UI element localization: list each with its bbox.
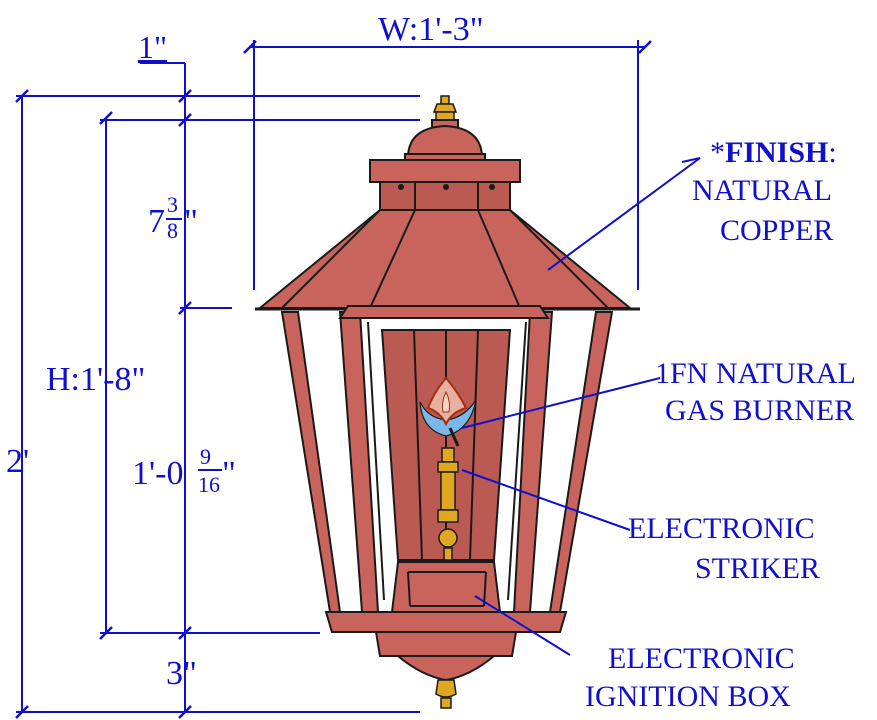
striker-line2: STRIKER — [695, 552, 820, 585]
height-label: H:1'-8" — [46, 361, 145, 398]
dimension-lines — [15, 40, 652, 719]
width-label: W:1'-3" — [378, 11, 484, 48]
svg-text:3: 3 — [167, 192, 178, 217]
svg-text:": " — [222, 455, 236, 492]
svg-text:1'-0: 1'-0 — [132, 455, 183, 492]
striker-line1: ELECTRONIC — [628, 512, 815, 545]
chimney-collar — [369, 159, 521, 211]
burner-assembly — [437, 427, 460, 561]
finish-callout: *FINISH: — [710, 136, 837, 169]
roof-height-label: 7 3 8 " — [148, 192, 198, 243]
bottom-finial — [435, 679, 457, 709]
top-finial — [431, 95, 459, 129]
svg-text:": " — [184, 203, 198, 240]
callout-leaders — [461, 157, 701, 656]
burner-line1: 1FN NATURAL — [655, 357, 856, 390]
finish-line2: NATURAL — [692, 174, 832, 207]
bottom-height-label: 3" — [166, 655, 197, 692]
svg-text:9: 9 — [200, 444, 211, 469]
finish-line3: COPPER — [720, 214, 833, 247]
top-offset-label: 1" — [138, 29, 167, 65]
dome-cap — [406, 124, 484, 159]
svg-text:8: 8 — [167, 218, 178, 243]
ignition-line2: IGNITION BOX — [585, 680, 791, 713]
total-height-label: 2' — [6, 443, 29, 480]
ignition-box — [390, 561, 502, 613]
roof — [255, 209, 640, 311]
ignition-line1: ELECTRONIC — [608, 642, 795, 675]
gas-lantern — [255, 95, 640, 709]
svg-text:7: 7 — [148, 203, 165, 240]
burner-line2: GAS BURNER — [665, 394, 854, 427]
bottom-base — [324, 611, 568, 682]
body-height-label: 1'-0 9 16 " — [132, 444, 236, 497]
svg-text:16: 16 — [198, 472, 220, 497]
